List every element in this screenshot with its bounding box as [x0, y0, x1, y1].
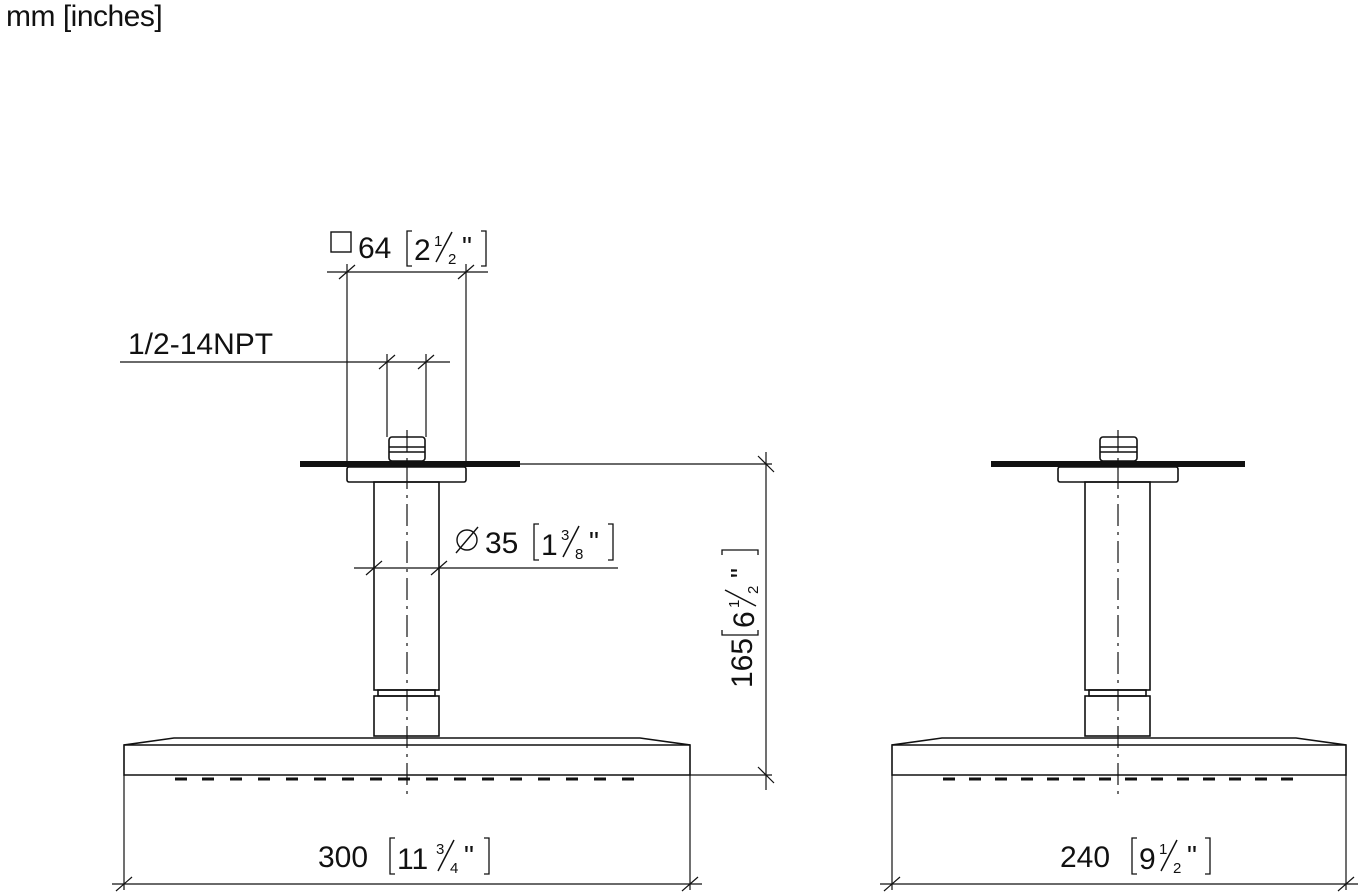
head-width-left-mm: 300 [318, 841, 368, 874]
square-icon [330, 231, 352, 253]
height-mm: 165 [726, 638, 759, 688]
left-view-shower-assembly [123, 430, 691, 798]
dim-head-width-left [112, 775, 702, 892]
flange-square-inch-whole: 2 [414, 234, 431, 267]
head-width-left-inch-whole: 11 [397, 843, 428, 876]
pipe-diameter-inch-whole: 1 [541, 529, 558, 562]
units-label: mm [inches] [6, 0, 163, 33]
head-width-left-inch-den: 4 [450, 860, 458, 877]
dim-thread [120, 354, 450, 437]
pipe-diameter-inch-num: 3 [561, 527, 569, 544]
flange-square-mm: 64 [358, 232, 391, 265]
head-width-right-mm: 240 [1060, 841, 1110, 874]
flange-square-inch-num: 1 [434, 233, 442, 250]
dim-height [520, 452, 775, 790]
pipe-diameter-inch-den: 8 [575, 546, 583, 563]
flange-square-inch-mark: " [462, 231, 472, 262]
pipe-diameter-inch-mark: " [589, 526, 599, 557]
head-width-right-inch-mark: " [1187, 840, 1197, 871]
height-inch-den: 2 [745, 586, 762, 594]
dim-head-width-right [880, 775, 1358, 892]
height-inch-mark: " [725, 568, 756, 578]
right-view-shower-assembly [891, 430, 1347, 798]
label-flange-square: 64 2 1 2 " [330, 230, 487, 268]
head-width-left-inch-num: 3 [436, 841, 444, 858]
label-pipe-diameter: 35 1 3 8 " [455, 523, 614, 563]
label-head-width-right: 240 9 1 2 " [1060, 837, 1211, 877]
dim-pipe-diameter [354, 560, 618, 576]
diameter-icon [455, 526, 479, 554]
right-shower-head [891, 737, 1347, 776]
head-width-right-inch-whole: 9 [1139, 843, 1156, 876]
flange-square-inch-den: 2 [448, 251, 456, 268]
head-width-right-inch-den: 2 [1173, 860, 1181, 877]
label-height: 165 6 1 2 " [721, 549, 762, 688]
thread-label: 1/2-14NPT [128, 328, 273, 361]
head-width-right-inch-num: 1 [1159, 841, 1167, 858]
height-inch-whole: 6 [728, 611, 761, 628]
dim-flange-square [327, 264, 488, 467]
left-ceiling-plate [300, 461, 520, 467]
label-head-width-left: 300 11 3 4 " [318, 837, 490, 877]
pipe-diameter-mm: 35 [485, 527, 518, 560]
height-inch-num: 1 [726, 600, 743, 608]
head-width-left-inch-mark: " [464, 840, 474, 871]
right-ceiling-plate [991, 461, 1245, 467]
